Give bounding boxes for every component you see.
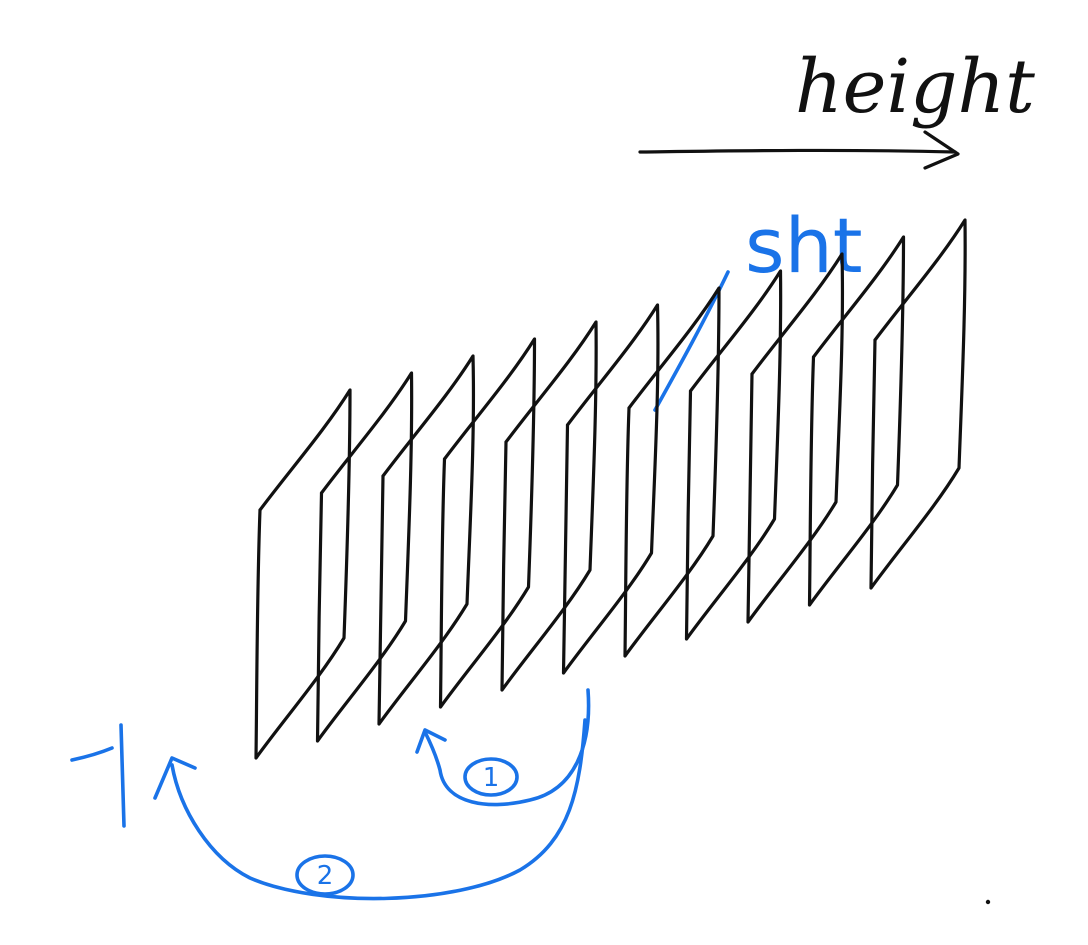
sheet-9 (746, 252, 845, 624)
step-1-number: 1 (483, 763, 500, 793)
sht-label: sht (745, 201, 863, 290)
stray-dot (985, 899, 991, 905)
sheet-10 (807, 235, 906, 607)
sheet-6 (561, 303, 660, 675)
step-1-circle (463, 757, 519, 797)
sheet-5 (500, 320, 598, 692)
sheet-4 (438, 337, 537, 709)
step-1-arrow: 1 (415, 688, 591, 807)
step-1-arc (423, 688, 591, 807)
sheet-7 (623, 286, 721, 658)
sheet-8 (684, 269, 783, 641)
step-2-number: 2 (317, 861, 334, 891)
minus-one-dash (70, 746, 114, 762)
sheet-2 (315, 371, 414, 743)
minus-one-text: -1 (96, 782, 106, 793)
step-2-arc (170, 718, 587, 901)
sheet-1 (254, 388, 352, 760)
sheet-3 (377, 354, 476, 726)
minus-one-stroke (119, 723, 126, 828)
step-2-arrow: 2 (153, 718, 587, 901)
step-1-arrowhead (415, 728, 447, 754)
height-arrow-shaft (638, 148, 957, 154)
height-label: height (795, 44, 1035, 130)
sheet-11 (869, 218, 967, 590)
height-arrow-head (923, 130, 960, 170)
sheet-stack (254, 218, 967, 760)
minus-one-label: -1 (70, 723, 126, 828)
step-2-circle (295, 854, 355, 896)
step-2-arrowhead (153, 756, 197, 800)
